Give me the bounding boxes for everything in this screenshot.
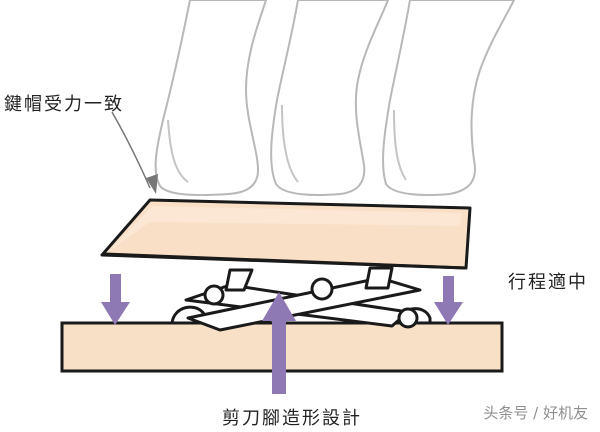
finger-2 bbox=[270, 0, 389, 196]
pivot-center bbox=[310, 277, 334, 301]
travel-arrow-right bbox=[434, 276, 463, 325]
watermark: 头条号 / 好机友 bbox=[483, 404, 588, 422]
pivot-right bbox=[397, 307, 419, 329]
scissor-design-label: 剪刀腳造形設計 bbox=[222, 408, 362, 429]
travel-label: 行程適中 bbox=[508, 272, 588, 293]
pivot-left bbox=[203, 284, 225, 306]
finger-3 bbox=[382, 0, 515, 196]
keycap bbox=[100, 198, 472, 270]
keycap-force-label: 鍵帽受力一致 bbox=[4, 94, 124, 115]
fingers bbox=[154, 0, 515, 197]
travel-arrow-left bbox=[101, 274, 130, 325]
scissor-up-arrow bbox=[262, 292, 296, 394]
finger-1 bbox=[154, 0, 267, 197]
scissor-mechanism bbox=[170, 266, 432, 332]
keycap-pointer-arrow bbox=[111, 111, 158, 194]
travel-arrows bbox=[101, 274, 463, 325]
